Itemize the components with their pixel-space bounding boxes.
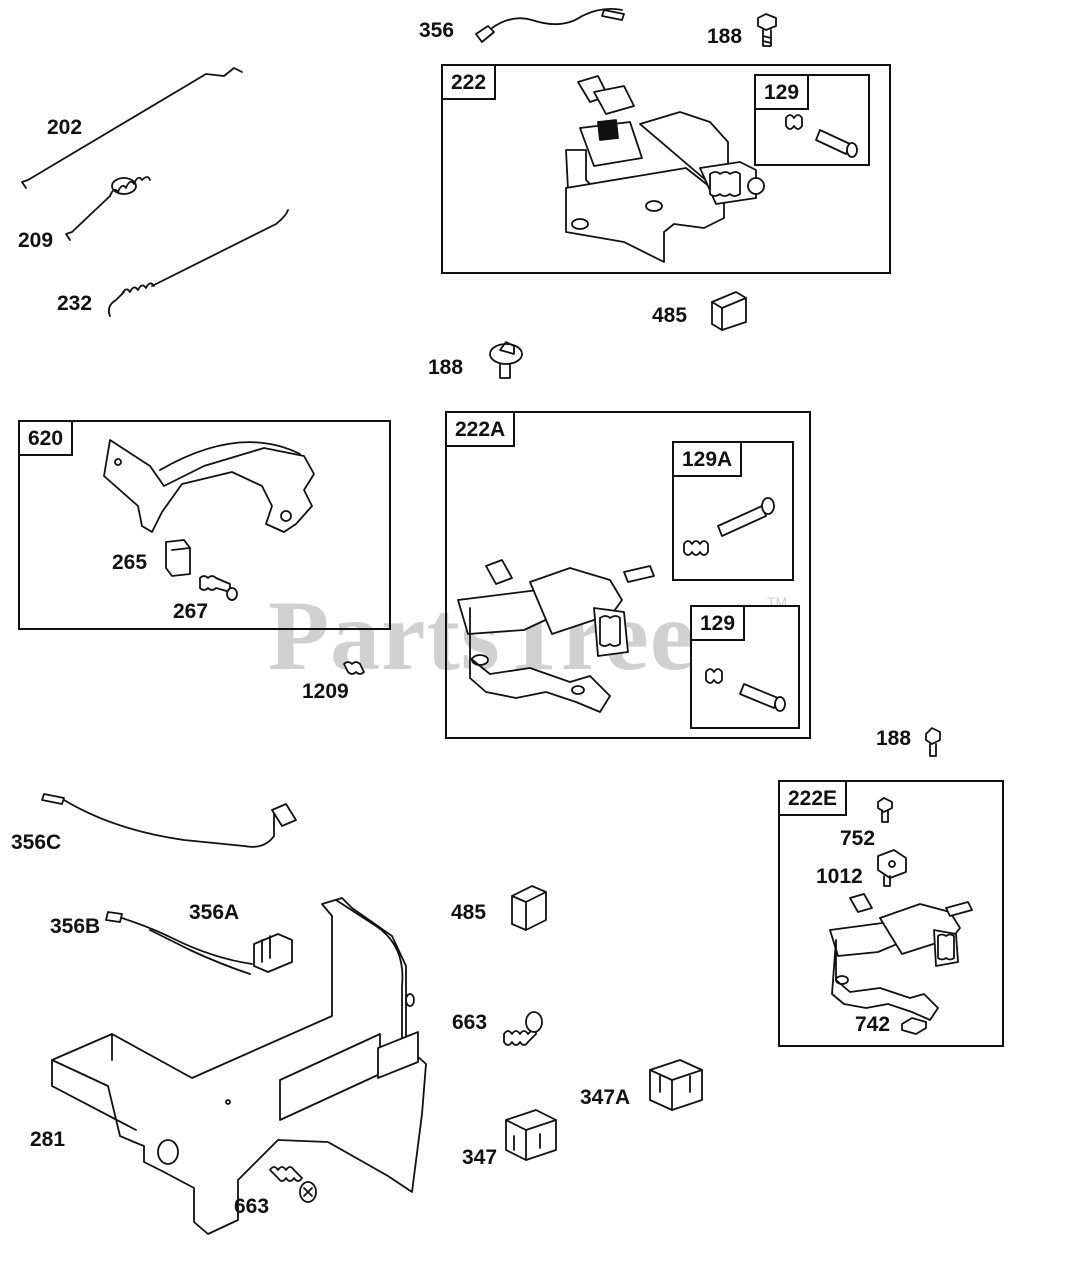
label-202[interactable]: 202 — [47, 116, 83, 139]
part-222-governor[interactable] — [565, 75, 765, 263]
part-129a-spring-screw[interactable] — [683, 497, 775, 556]
box-129-frame — [754, 74, 870, 166]
label-281[interactable]: 281 — [30, 1128, 66, 1151]
label-356b[interactable]: 356B — [50, 915, 101, 938]
box-620-label[interactable]: 620 — [20, 422, 74, 456]
part-356b-wire[interactable] — [105, 911, 253, 965]
part-356c-wire[interactable] — [41, 793, 297, 848]
label-356[interactable]: 356 — [419, 19, 455, 42]
box-222a-frame — [445, 411, 811, 739]
label-356a[interactable]: 356A — [189, 901, 240, 924]
box-129-inner-label[interactable]: 129 — [692, 607, 746, 641]
label-752[interactable]: 752 — [840, 827, 876, 850]
part-188-bolt-top[interactable] — [757, 13, 777, 47]
part-202-rod[interactable] — [21, 67, 243, 189]
part-663-screw-bottom[interactable] — [269, 1166, 317, 1203]
part-356a-switch[interactable] — [149, 929, 293, 975]
part-265-clip[interactable] — [165, 539, 191, 577]
label-1209[interactable]: 1209 — [302, 680, 349, 703]
label-663-mid[interactable]: 663 — [452, 1011, 488, 1034]
part-485-block-bottom[interactable] — [511, 885, 547, 931]
box-222-label[interactable]: 222 — [443, 66, 497, 100]
box-222-frame — [441, 64, 891, 274]
label-485-top[interactable]: 485 — [652, 304, 688, 327]
label-356c[interactable]: 356C — [11, 831, 62, 854]
box-222a-label[interactable]: 222A — [447, 413, 516, 447]
part-188-bolt-mid[interactable] — [489, 341, 523, 379]
part-222a-governor[interactable] — [457, 559, 655, 713]
part-485-block-top[interactable] — [711, 291, 747, 331]
box-129-inner-frame — [690, 605, 800, 729]
box-129a-label[interactable]: 129A — [674, 443, 743, 477]
part-742-washer[interactable] — [901, 1017, 927, 1035]
part-1209[interactable] — [343, 661, 365, 675]
label-188-top[interactable]: 188 — [707, 25, 743, 48]
label-232[interactable]: 232 — [57, 292, 93, 315]
box-129-label[interactable]: 129 — [756, 76, 810, 110]
part-356-wire[interactable] — [475, 7, 625, 43]
part-347a-connector[interactable] — [649, 1059, 703, 1111]
label-347[interactable]: 347 — [462, 1146, 498, 1169]
label-188-right[interactable]: 188 — [876, 727, 912, 750]
part-188-bolt-right[interactable] — [925, 727, 941, 757]
label-663-bottom[interactable]: 663 — [234, 1195, 270, 1218]
label-485-bottom[interactable]: 485 — [451, 901, 487, 924]
label-1012[interactable]: 1012 — [816, 865, 863, 888]
box-222e-frame — [778, 780, 1004, 1047]
label-347a[interactable]: 347A — [580, 1086, 631, 1109]
part-267-screw[interactable] — [199, 575, 238, 601]
part-129-screw-top[interactable] — [785, 114, 858, 158]
part-281-bracket[interactable] — [51, 897, 427, 1235]
part-1012-block[interactable] — [877, 849, 907, 887]
part-620-bracket[interactable] — [103, 439, 315, 533]
part-209-spring[interactable] — [65, 176, 151, 241]
label-267[interactable]: 267 — [173, 600, 209, 623]
label-188-mid[interactable]: 188 — [428, 356, 464, 379]
box-129a-frame — [672, 441, 794, 581]
box-620-frame — [18, 420, 391, 630]
label-209[interactable]: 209 — [18, 229, 54, 252]
part-129-spring-screw[interactable] — [705, 668, 786, 712]
label-742[interactable]: 742 — [855, 1013, 891, 1036]
part-232-link[interactable] — [107, 209, 289, 317]
part-663-screw-mid[interactable] — [503, 1011, 543, 1046]
part-222e-governor[interactable] — [829, 893, 973, 1021]
part-752-screw[interactable] — [877, 797, 893, 823]
label-265[interactable]: 265 — [112, 551, 148, 574]
box-222e-label[interactable]: 222E — [780, 782, 848, 816]
part-347-connector[interactable] — [505, 1109, 557, 1161]
